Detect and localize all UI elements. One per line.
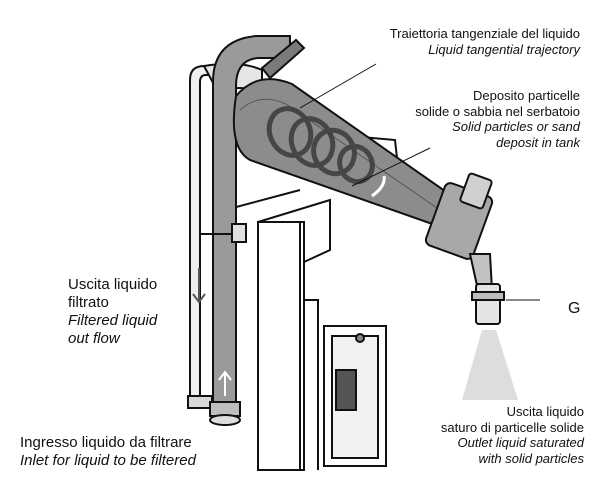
label-deposit: Deposito particelle solide o sabbia nel …	[380, 88, 580, 150]
label-inlet-en: Inlet for liquid to be filtered	[20, 452, 196, 469]
label-outlet-en-2: with solid particles	[478, 450, 585, 466]
pipe-clamp	[200, 223, 247, 243]
label-filtered-en-2: out flow	[68, 330, 120, 347]
inlet-pipe	[209, 35, 306, 426]
outlet-valve	[468, 253, 505, 325]
swirl-arrow-icon	[371, 175, 386, 198]
flow-arrows	[192, 268, 232, 396]
label-outlet-en-1: Outlet liquid saturated	[457, 435, 584, 451]
label-filtered-it-1: Uscita liquido	[68, 276, 158, 293]
label-trajectory-it: Traiettoria tangenziale del liquido	[389, 26, 580, 41]
support-frame	[224, 134, 401, 471]
label-trajectory: Traiettoria tangenziale del liquido Liqu…	[300, 26, 580, 57]
control-panel	[323, 325, 387, 467]
label-g: G	[568, 300, 581, 317]
up-arrow-icon	[218, 370, 232, 396]
label-deposit-it-1: Deposito particelle	[473, 88, 580, 103]
label-inlet: Ingresso liquido da filtrare Inlet for l…	[20, 434, 320, 470]
label-filtered-it-2: filtrato	[68, 294, 109, 311]
label-outlet-it-1: Uscita liquido	[506, 404, 584, 419]
outlet-spray	[462, 330, 518, 400]
label-filtered-en-1: Filtered liquid	[68, 312, 158, 329]
label-trajectory-en: Liquid tangential trajectory	[428, 41, 580, 57]
label-deposit-en-1: Solid particles or sand	[452, 119, 580, 135]
pointer-lines	[299, 63, 540, 301]
label-deposit-it-2: solide o sabbia nel serbatoio	[415, 103, 580, 119]
label-filtered: Uscita liquido filtrato Filtered liquid …	[68, 276, 228, 348]
down-arrow-icon	[192, 268, 206, 304]
label-deposit-en-2: deposit in tank	[496, 134, 580, 150]
label-outlet-it-2: saturo di particelle solide	[440, 419, 584, 435]
label-outlet: Uscita liquido saturo di particelle soli…	[380, 404, 584, 466]
label-inlet-it: Ingresso liquido da filtrare	[20, 434, 192, 451]
